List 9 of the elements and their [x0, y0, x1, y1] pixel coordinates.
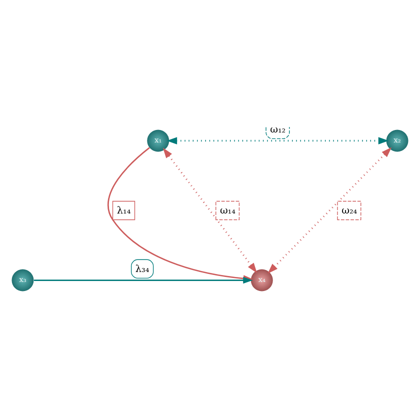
- arrow: [166, 136, 389, 144]
- edge-label: λ₃₄: [135, 263, 150, 274]
- edge-label: λ₁₄: [116, 204, 131, 216]
- edge-label: ω₂₄: [342, 204, 358, 216]
- edge-label: ω₁₄: [220, 204, 236, 216]
- edge-label: ω₁₂: [270, 124, 286, 135]
- arrow: [34, 276, 253, 284]
- arrow: [268, 146, 392, 274]
- arrow: [162, 147, 258, 273]
